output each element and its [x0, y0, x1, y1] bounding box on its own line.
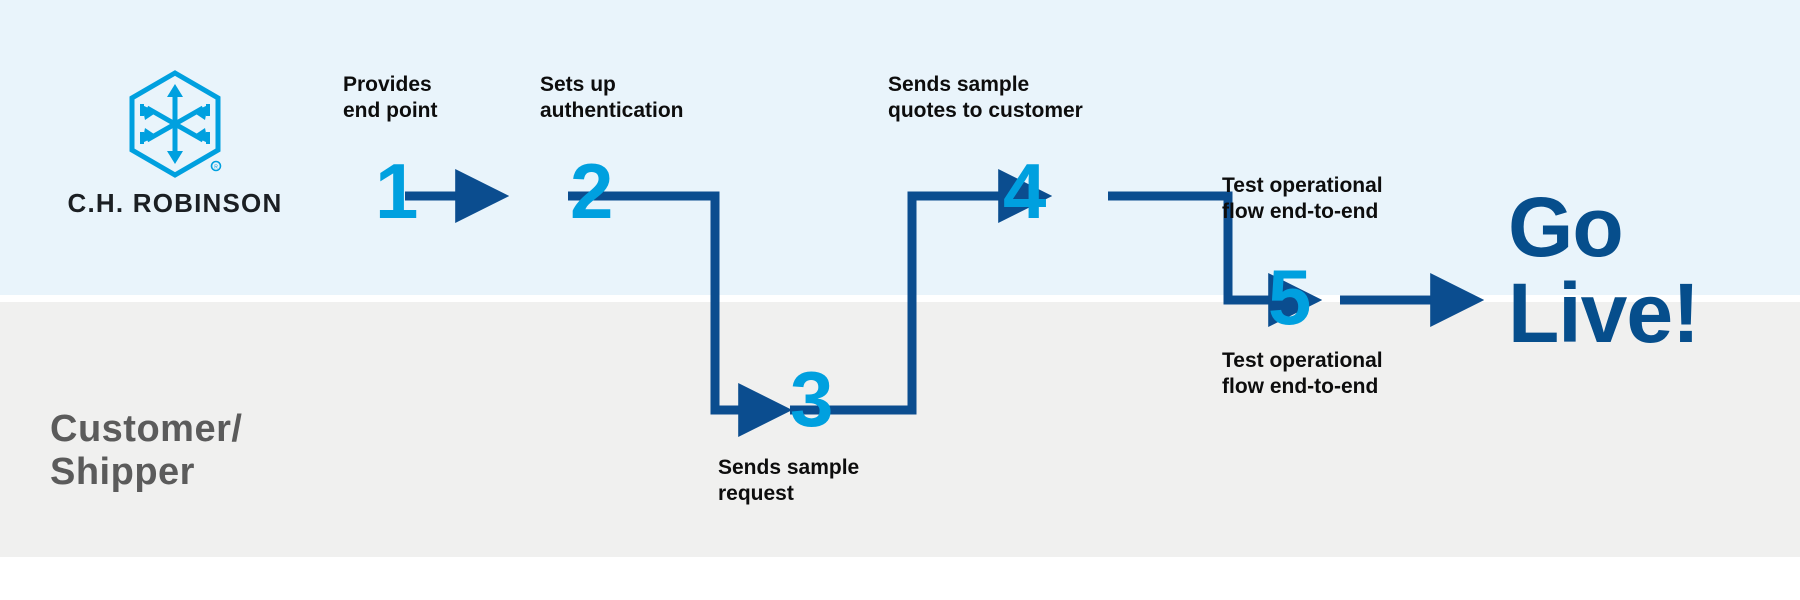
svg-text:R: R	[214, 165, 218, 171]
step-5-caption-bottom: Test operational flow end-to-end	[1222, 349, 1383, 399]
hexagon-cube-arrows-icon: R	[129, 70, 222, 178]
step-1-caption: Provides end point	[343, 73, 438, 123]
step-3-caption: Sends sample request	[718, 456, 860, 506]
go-live-callout: Go Live!	[1508, 180, 1700, 360]
step-number-5: 5	[1268, 253, 1311, 341]
step-5-caption-top: Test operational flow end-to-end	[1222, 174, 1383, 224]
step-number-1: 1	[375, 147, 418, 235]
lane-label-customer-shipper: Customer/ Shipper	[50, 408, 243, 493]
step-number-4: 4	[1003, 147, 1046, 235]
ch-robinson-logo: R C.H. ROBINSON	[45, 70, 305, 219]
step-2-caption: Sets up authentication	[540, 73, 684, 123]
step-number-3: 3	[790, 355, 833, 443]
step-4-caption: Sends sample quotes to customer	[888, 73, 1083, 123]
ch-robinson-wordmark: C.H. ROBINSON	[67, 188, 283, 218]
registered-trademark-icon	[210, 160, 222, 172]
step-number-2: 2	[570, 147, 613, 235]
